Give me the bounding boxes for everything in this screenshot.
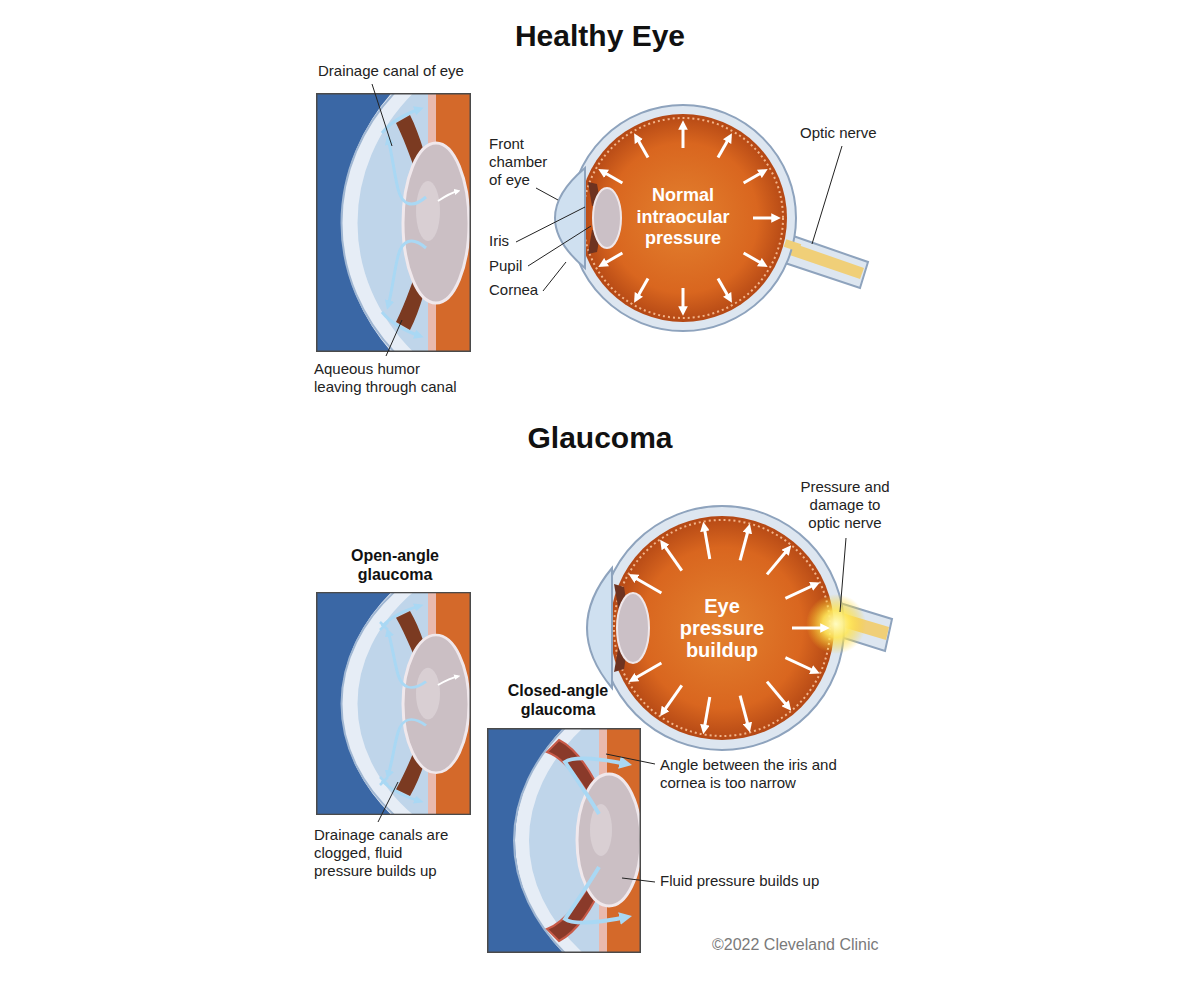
pressure-text: Eye pressure buildup — [667, 595, 777, 661]
pressure-arrow — [718, 279, 730, 300]
pressure-arrow — [785, 584, 816, 598]
glaucoma-eyeball — [587, 506, 892, 750]
healthy-inset — [316, 87, 472, 358]
callout-label: Aqueous humor leaving through canal — [314, 360, 464, 396]
part-label: Iris — [489, 232, 529, 250]
closed-angle-inset — [487, 722, 643, 959]
pressure-arrow — [744, 171, 765, 183]
pressure-arrow — [740, 528, 749, 561]
pressure-arrow — [740, 696, 749, 729]
callout-label: Fluid pressure builds up — [660, 872, 860, 890]
pressure-arrow — [767, 548, 789, 574]
section-heading: Healthy Eye — [400, 18, 800, 54]
pressure-arrow — [744, 253, 765, 265]
part-label: Pupil — [489, 257, 533, 275]
pressure-arrow — [632, 663, 662, 680]
pressure-arrow — [767, 682, 789, 708]
callout-label: Pressure and damage to optic nerve — [795, 478, 895, 532]
callout-label: Angle between the iris and cornea is too… — [660, 756, 860, 792]
pressure-arrow — [632, 576, 662, 593]
pressure-arrow — [704, 526, 710, 560]
pressure-arrow — [682, 124, 685, 148]
callout-label: Drainage canals are clogged, fluid press… — [314, 826, 464, 880]
pressure-arrow — [718, 137, 730, 158]
pressure-arrow — [662, 543, 682, 571]
part-label: Front chamber of eye — [489, 135, 555, 189]
pressure-arrow — [602, 253, 623, 265]
pressure-arrow — [636, 137, 648, 158]
pressure-arrow — [662, 685, 682, 713]
pressure-arrow — [602, 171, 623, 183]
pressure-arrow — [636, 279, 648, 300]
pressure-arrow — [785, 658, 816, 672]
pressure-arrow — [682, 288, 685, 312]
section-heading: Glaucoma — [400, 420, 800, 456]
pressure-text: Normal intraocular pressure — [623, 185, 743, 250]
subheading: Open-angle glaucoma — [320, 546, 470, 584]
part-label: Optic nerve — [800, 124, 910, 142]
copyright-note: ©2022 Cleveland Clinic — [712, 935, 912, 954]
pressure-arrow — [792, 627, 826, 630]
pressure-arrow — [753, 217, 777, 220]
part-label: Cornea — [489, 281, 545, 299]
pressure-arrow — [704, 697, 710, 731]
open-angle-inset — [316, 587, 472, 820]
subheading: Closed-angle glaucoma — [483, 681, 633, 719]
part-label: Drainage canal of eye — [318, 62, 518, 80]
